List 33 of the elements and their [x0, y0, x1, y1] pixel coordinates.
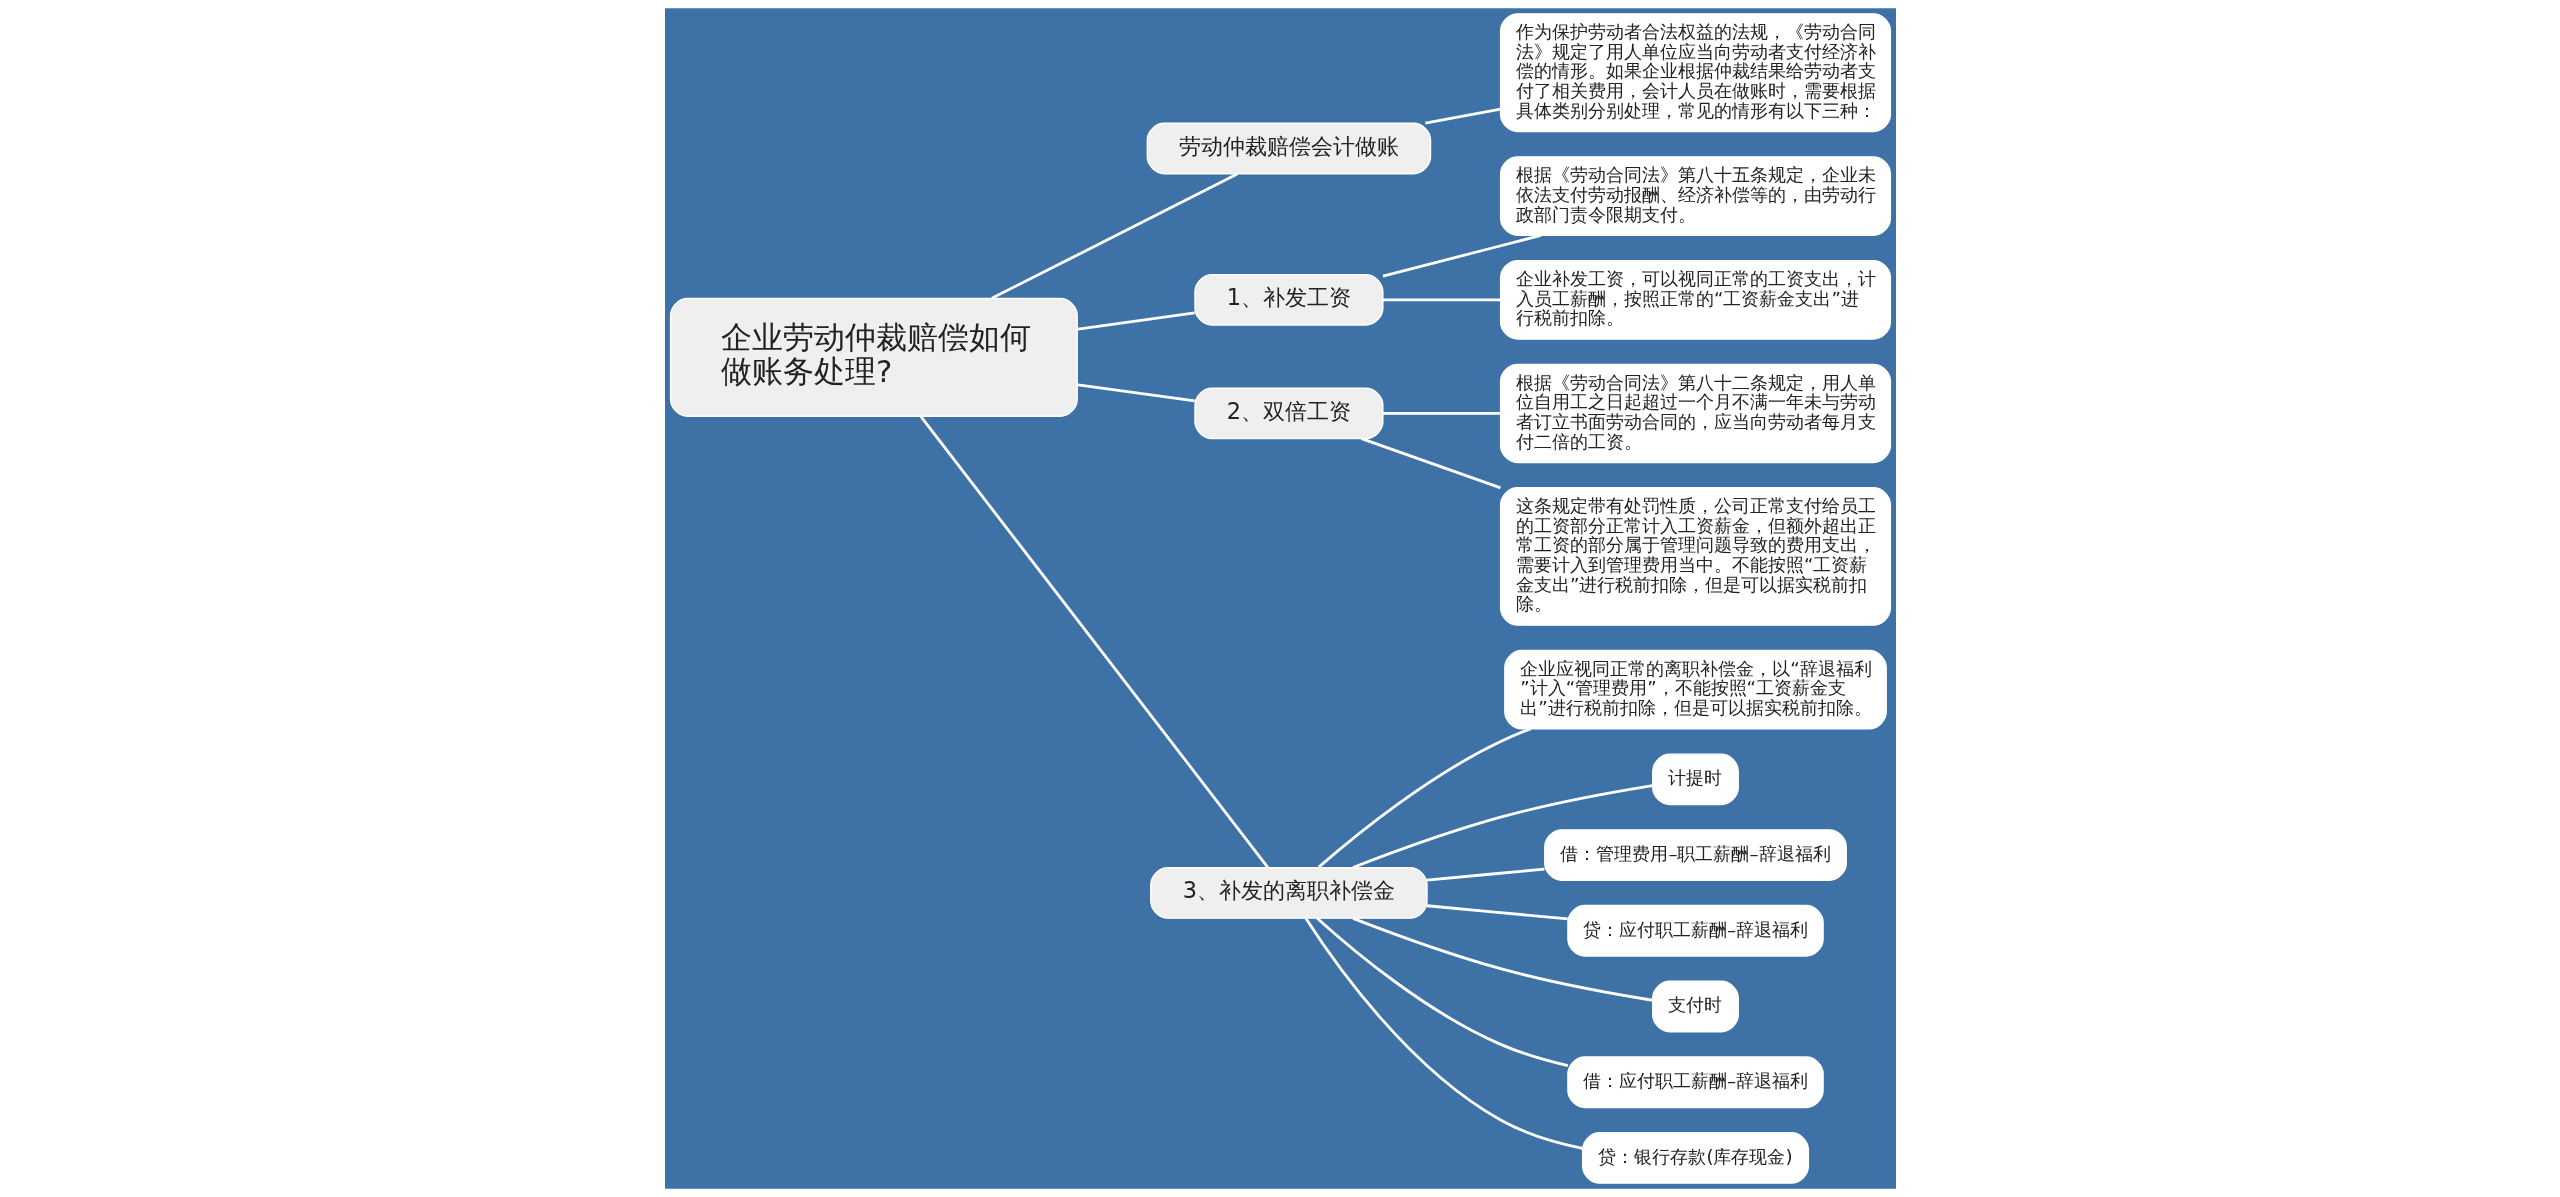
- connector: [1315, 917, 1568, 1068]
- connector: [919, 415, 1269, 869]
- node-box: 企业劳动仲裁赔偿如何做账务处理?: [669, 297, 1078, 417]
- connector: [1426, 867, 1544, 882]
- connector: [1304, 917, 1583, 1150]
- connector: [1352, 784, 1653, 869]
- connector: [990, 172, 1238, 300]
- connector: [1352, 917, 1653, 1002]
- node-box: 借：管理费用–职工薪酬–辞退福利: [1543, 829, 1847, 881]
- node-box: 贷：银行存款(库存现金): [1581, 1132, 1809, 1184]
- node-box: 支付时: [1651, 980, 1739, 1033]
- connector: [1424, 107, 1501, 125]
- connector: [1382, 234, 1541, 278]
- node-box: 企业应视同正常的离职补偿金，以“辞退福利”计入“管理费用”，不能按照“工资薪金支出”进行税前扣除，但是可以据实税前扣除。: [1503, 649, 1887, 730]
- connector: [1077, 383, 1195, 403]
- node-box: 借：应付职工薪酬–辞退福利: [1566, 1056, 1824, 1109]
- connector: [1426, 904, 1568, 921]
- node-box: 2、双倍工资: [1193, 387, 1384, 440]
- node-box: 根据《劳动合同法》第八十五条规定，企业未依法支付劳动报酬、经济补偿等的，由劳动行政部门责令限期支付。: [1499, 156, 1891, 237]
- node-box: 企业补发工资，可以视同正常的工资支出，计入员工薪酬，按照正常的“工资薪金支出”进行税前扣除。: [1499, 259, 1891, 340]
- connector: [1382, 298, 1501, 302]
- node-box: 3、补发的离职补偿金: [1149, 867, 1428, 919]
- node-box: 计提时: [1651, 753, 1739, 806]
- node-box: 1、补发工资: [1193, 273, 1384, 326]
- connector: [1317, 727, 1531, 869]
- node-box: 这条规定带有处罚性质，公司正常支付给员工的工资部分正常计入工资薪金，但额外超出正常工资的部分属于管理问题导致的费用支出，需要计入到管理费用当中。不能按照“工资薪金支出”进行税前扣除，但是可以据实税前扣除。: [1499, 487, 1891, 626]
- node-box: 根据《劳动合同法》第八十二条规定，用人单位自用工之日起超过一个月不满一年未与劳动者订立书面劳动合同的，应当向劳动者每月支付二倍的工资。: [1499, 363, 1891, 464]
- node-box: 贷：应付职工薪酬–辞退福利: [1566, 904, 1824, 957]
- connector: [1360, 437, 1501, 490]
- node-box: 劳动仲裁赔偿会计做账: [1146, 122, 1431, 175]
- connector: [1382, 412, 1501, 415]
- node-box: 作为保护劳动者合法权益的法规，《劳动合同法》规定了用人单位应当向劳动者支付经济补偿的情形。如果企业根据仲裁结果给劳动者支付了相关费用，会计人员在做账时，需要根据具体类别分别处理，常见的情形有以下三种：: [1499, 13, 1891, 133]
- connector: [1077, 311, 1195, 331]
